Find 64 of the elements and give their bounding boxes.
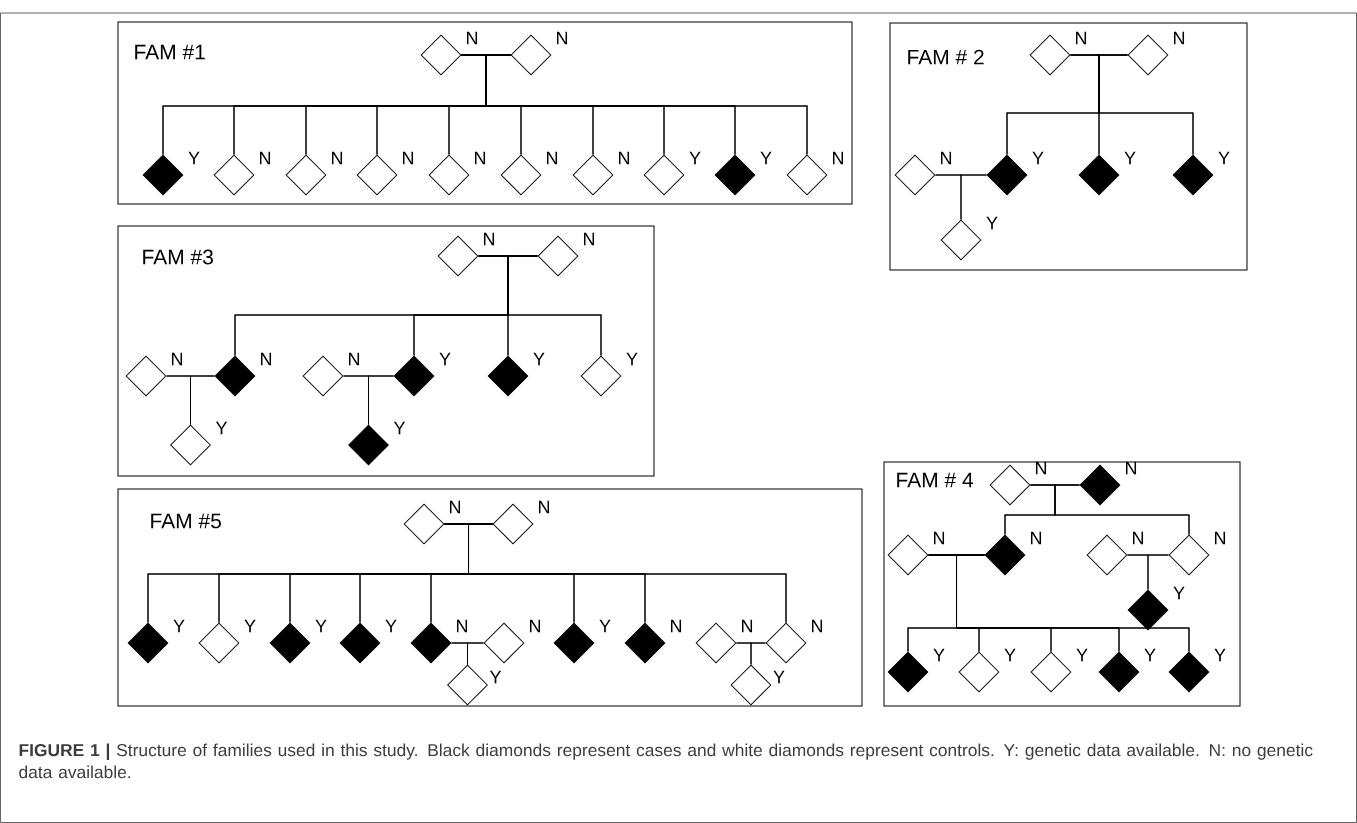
status-letter: N — [671, 619, 682, 633]
status-letter: Y — [689, 151, 701, 165]
status-letter: N — [1076, 31, 1087, 45]
status-letter: Y — [489, 670, 502, 684]
status-letter: N — [530, 619, 541, 633]
status-letter: Y — [1218, 151, 1230, 165]
status-letter: N — [332, 151, 343, 165]
status-letter: Y — [626, 352, 638, 366]
status-letter: Y — [1076, 648, 1088, 662]
status-letter: N — [403, 151, 414, 165]
status-letter: N — [812, 619, 823, 633]
descent-line — [750, 642, 766, 665]
status-letter: N — [467, 31, 478, 45]
status-letter: N — [557, 31, 568, 45]
status-letter: N — [1126, 461, 1137, 475]
descent-line — [1147, 554, 1169, 590]
status-letter: N — [584, 232, 595, 246]
status-letter: Y — [1173, 586, 1185, 600]
status-letter: Y — [1032, 151, 1044, 165]
status-letter: Y — [439, 352, 451, 366]
status-letter: Y — [599, 619, 611, 633]
status-letter: Y — [385, 619, 397, 633]
status-letter: N — [457, 619, 468, 633]
status-letter: Y — [1144, 648, 1156, 662]
descent-line — [1098, 54, 1194, 155]
status-letter: Y — [986, 216, 998, 230]
status-letter: N — [619, 151, 630, 165]
descent-line — [190, 375, 215, 425]
descent-line — [960, 174, 987, 220]
status-letter: Y — [315, 619, 327, 633]
status-letter: Y — [533, 352, 545, 366]
descent-line — [467, 642, 484, 665]
status-letter: Y — [773, 670, 785, 684]
status-letter: N — [172, 352, 183, 366]
status-letter: N — [1133, 531, 1144, 545]
status-letter: N — [475, 151, 486, 165]
status-letter: Y — [1004, 648, 1016, 662]
status-letter: N — [349, 352, 360, 366]
status-letter: Y — [933, 648, 945, 662]
status-letter: Y — [1214, 648, 1226, 662]
status-letter: N — [1174, 31, 1185, 45]
status-letter: N — [547, 151, 558, 165]
status-letter: Y — [173, 619, 185, 633]
status-letter: Y — [393, 421, 406, 435]
status-letter: N — [260, 151, 271, 165]
status-letter: N — [934, 531, 945, 545]
status-letter: N — [484, 232, 495, 246]
status-letter: Y — [760, 151, 772, 165]
descent-line — [507, 255, 602, 356]
descent-line — [368, 375, 394, 425]
status-letter: N — [1031, 531, 1042, 545]
caption: FIGURE 1 | Structure of families used in this study. Black diamonds represent cases and white diamonds represent controls. Y: genetic data available. N: no genetic data available. — [19, 743, 1313, 779]
status-letter: N — [539, 500, 550, 514]
status-letter: Y — [188, 151, 200, 165]
status-letter: N — [1036, 461, 1047, 475]
status-letter: N — [742, 619, 753, 633]
status-letter: Y — [215, 421, 228, 435]
status-letter: N — [1215, 531, 1226, 545]
status-letter: Y — [244, 619, 256, 633]
status-letter: N — [450, 500, 461, 514]
status-letter: Y — [1124, 151, 1136, 165]
status-letter: N — [833, 151, 844, 165]
status-letter: N — [261, 352, 272, 366]
status-letter: N — [941, 151, 952, 165]
